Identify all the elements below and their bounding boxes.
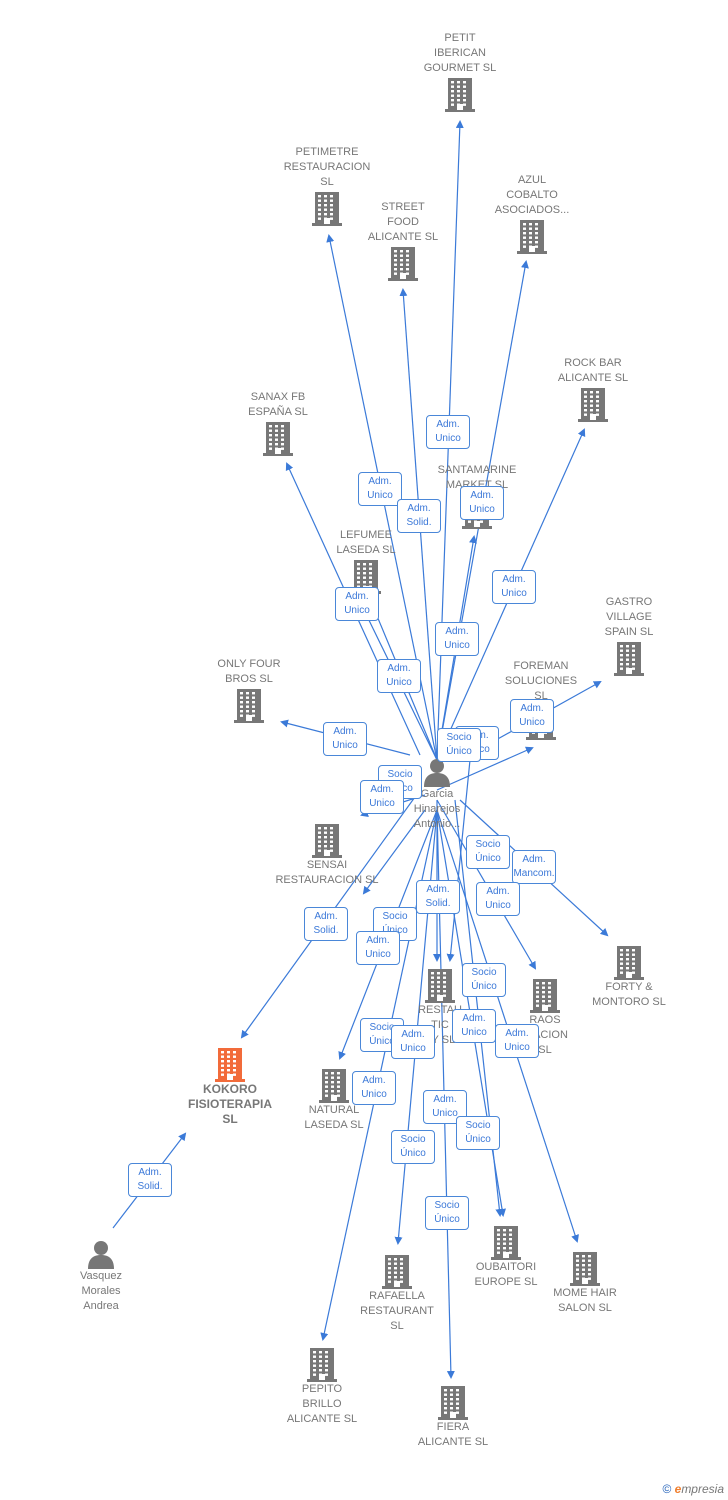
node-label: FORTY & MONTORO SL [592, 981, 666, 1008]
building-icon [272, 822, 382, 858]
relationship-label[interactable]: Adm. Unico [495, 1024, 539, 1058]
relationship-label[interactable]: Adm. Unico [426, 415, 470, 449]
company-node[interactable]: SENSAI RESTAURACION SL [272, 822, 382, 888]
building-icon [272, 190, 382, 226]
brand-name: mpresia [681, 1482, 724, 1496]
building-icon [267, 1346, 377, 1382]
building-icon [538, 386, 648, 422]
company-node[interactable]: OUBAITORI EUROPE SL [451, 1224, 561, 1290]
relationship-label[interactable]: Adm. Unico [435, 622, 479, 656]
node-label: Vasquez Morales Andrea [80, 1270, 122, 1312]
building-icon [175, 1046, 285, 1082]
company-node[interactable]: NATURAL LASEDA SL [279, 1067, 389, 1133]
building-icon [574, 944, 684, 980]
relationship-label[interactable]: Adm. Unico [476, 882, 520, 916]
node-label: AZUL COBALTO ASOCIADOS... [494, 174, 570, 216]
building-icon [385, 967, 495, 1003]
relationship-label[interactable]: Adm. Unico [492, 570, 536, 604]
company-node[interactable]: AZUL COBALTO ASOCIADOS... [477, 173, 587, 254]
relationship-label[interactable]: Adm. Solid. [397, 499, 441, 533]
building-icon [574, 640, 684, 676]
node-label: PETIMETRE RESTAURACION SL [283, 146, 371, 188]
relationship-label[interactable]: Adm. Unico [356, 931, 400, 965]
relationship-label[interactable]: Adm. Unico [510, 699, 554, 733]
company-node[interactable]: LEFUMEE LASEDA SL [311, 528, 421, 594]
relationship-label[interactable]: Adm. Mancom. [512, 850, 556, 884]
node-label: PETIT IBERICAN GOURMET SL [423, 32, 497, 74]
node-label: OUBAITORI EUROPE SL [474, 1261, 538, 1288]
company-node[interactable]: FIERA ALICANTE SL [398, 1384, 508, 1450]
node-label: RAFAELLA RESTAURANT SL [360, 1290, 434, 1332]
relationship-label[interactable]: Adm. Unico [352, 1071, 396, 1105]
building-icon [342, 1253, 452, 1289]
footer-brand: © empresia [662, 1482, 724, 1496]
relationship-edge [446, 759, 471, 962]
relationship-label[interactable]: Socio Único [456, 1116, 500, 1150]
relationship-label[interactable]: Adm. Unico [452, 1009, 496, 1043]
person-icon [382, 757, 492, 787]
building-icon [451, 1224, 561, 1260]
building-icon [477, 218, 587, 254]
relationship-label[interactable]: Adm. Unico [335, 587, 379, 621]
person-icon [46, 1239, 156, 1269]
company-node[interactable]: GASTRO VILLAGE SPAIN SL [574, 595, 684, 676]
company-node[interactable]: PETIMETRE RESTAURACION SL [272, 145, 382, 226]
person-node[interactable]: Garcia Hinarejos Antonio... [382, 757, 492, 832]
relationship-label[interactable]: Adm. Unico [391, 1025, 435, 1059]
relationship-label[interactable]: Adm. Unico [360, 780, 404, 814]
company-node[interactable]: PETIT IBERICAN GOURMET SL [405, 31, 515, 112]
relationship-label[interactable]: Adm. Solid. [128, 1163, 172, 1197]
relationship-label[interactable]: Socio Único [391, 1130, 435, 1164]
relationship-label[interactable]: Adm. Unico [323, 722, 367, 756]
brand-logo-initial: e [674, 1482, 682, 1496]
relationship-label[interactable]: Socio Único [466, 835, 510, 869]
node-label: SENSAI RESTAURACION SL [275, 859, 379, 886]
company-node[interactable]: MOME HAIR SALON SL [530, 1250, 640, 1316]
node-label: SANAX FB ESPAÑA SL [248, 391, 308, 418]
building-icon [194, 687, 304, 723]
building-icon [348, 245, 458, 281]
relationship-label[interactable]: Adm. Unico [358, 472, 402, 506]
copyright-symbol: © [662, 1482, 672, 1496]
relationship-label[interactable]: Adm. Unico [377, 659, 421, 693]
company-node[interactable]: KOKORO FISIOTERAPIA SL [175, 1046, 285, 1127]
relationship-label[interactable]: Socio Único [360, 1018, 404, 1052]
node-label: GASTRO VILLAGE SPAIN SL [604, 596, 654, 638]
building-icon [530, 1250, 640, 1286]
relationship-edge [362, 809, 426, 895]
company-node[interactable]: ONLY FOUR BROS SL [194, 657, 304, 723]
building-icon [223, 420, 333, 456]
node-label: FOREMAN SOLUCIONES SL [504, 660, 578, 702]
person-node[interactable]: Vasquez Morales Andrea [46, 1239, 156, 1314]
relationship-label[interactable]: Adm. Unico [460, 486, 504, 520]
company-node[interactable]: PEPITO BRILLO ALICANTE SL [267, 1346, 377, 1427]
relationship-label[interactable]: Socio Único [425, 1196, 469, 1230]
relationship-label[interactable]: Socio Único [462, 963, 506, 997]
company-node[interactable]: RAFAELLA RESTAURANT SL [342, 1253, 452, 1334]
building-icon [279, 1067, 389, 1103]
building-icon [398, 1384, 508, 1420]
node-label: NATURAL LASEDA SL [304, 1104, 364, 1131]
relationship-label[interactable]: Adm. Solid. [416, 880, 460, 914]
node-label: MOME HAIR SALON SL [553, 1287, 617, 1314]
node-label: STREET FOOD ALICANTE SL [367, 201, 439, 243]
relationship-label[interactable]: Socio Único [437, 728, 481, 762]
company-node[interactable]: ROCK BAR ALICANTE SL [538, 356, 648, 422]
node-label: FIERA ALICANTE SL [417, 1421, 489, 1448]
node-label: ROCK BAR ALICANTE SL [557, 357, 629, 384]
company-node[interactable]: FORTY & MONTORO SL [574, 944, 684, 1010]
company-node[interactable]: SANAX FB ESPAÑA SL [223, 390, 333, 456]
company-node[interactable]: STREET FOOD ALICANTE SL [348, 200, 458, 281]
node-label: KOKORO FISIOTERAPIA SL [187, 1082, 272, 1126]
building-icon [405, 76, 515, 112]
node-label: LEFUMEE LASEDA SL [336, 529, 396, 556]
relationship-label[interactable]: Adm. Solid. [304, 907, 348, 941]
building-icon [490, 977, 600, 1013]
node-label: ONLY FOUR BROS SL [217, 658, 281, 685]
node-label: PEPITO BRILLO ALICANTE SL [286, 1383, 358, 1425]
relationship-edge [436, 746, 534, 791]
node-label: Garcia Hinarejos Antonio... [413, 788, 461, 830]
